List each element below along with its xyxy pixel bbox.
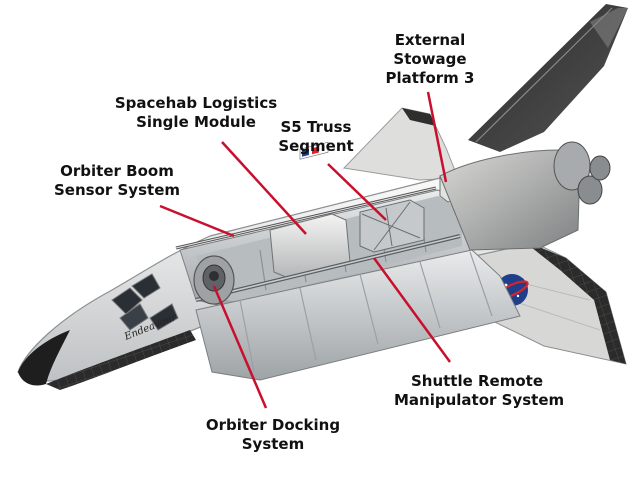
leader-lines [159,91,452,409]
label-line: External [394,31,466,49]
label-orbiter-docking-system: Orbiter Docking System [198,416,348,454]
robotic-arm [195,234,461,302]
leader-line-ods [212,285,268,409]
label-line: Spacehab Logistics [114,94,278,112]
label-line: S5 Truss [280,118,352,136]
cockpit-windows [111,273,179,331]
leader-line-obss [159,204,235,238]
label-line: Orbiter Boom [60,162,174,180]
vertical-tail [468,4,628,152]
leader-line-spacehab [221,141,307,235]
label-line: Manipulator System [394,391,565,409]
leader-line-esp3 [426,91,448,183]
label-line: Stowage [393,50,467,68]
label-line: Platform 3 [385,69,475,87]
label-line: Shuttle Remote [410,372,544,390]
left-wing [342,107,459,181]
label-line: System [241,435,305,453]
label-line: Orbiter Docking [205,416,341,434]
label-s5-truss-segment: S5 Truss Segment [266,118,366,156]
label-line: Sensor System [54,181,180,199]
label-orbiter-boom-sensor-system: Orbiter Boom Sensor System [42,162,192,200]
label-external-stowage-platform-3: External Stowage Platform 3 [378,31,482,88]
s5-truss [359,199,425,253]
aft-fuselage [439,141,611,251]
label-spacehab-logistics-module: Spacehab Logistics Single Module [108,94,284,132]
leader-line-srms [372,257,452,363]
docking-system [193,255,235,305]
boom-sensor [175,186,437,250]
payload-bay-door-lower [195,249,521,381]
label-line: Single Module [136,113,256,131]
label-line: Segment [278,137,354,155]
leader-line-s5 [327,163,387,221]
label-shuttle-remote-manipulator-system: Shuttle Remote Manipulator System [394,372,565,410]
